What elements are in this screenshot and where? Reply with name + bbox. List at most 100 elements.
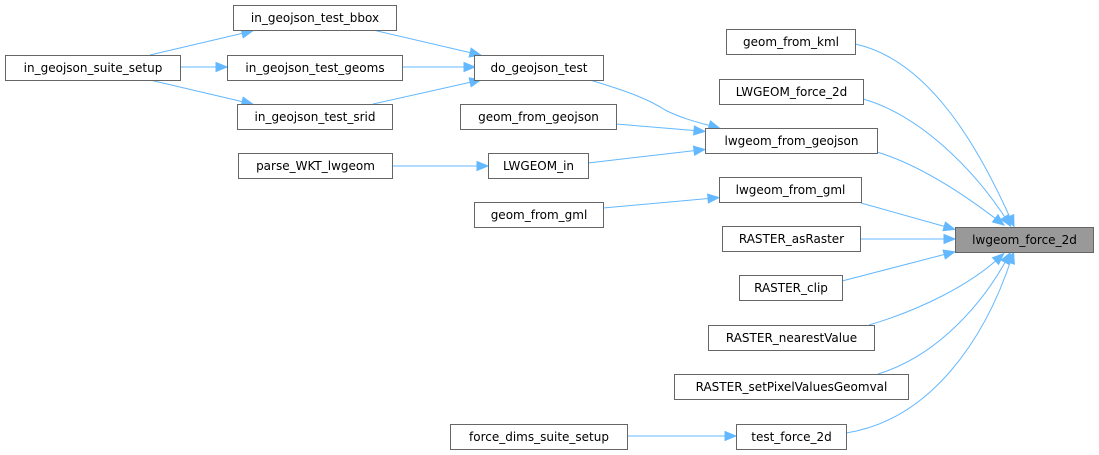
- edge-arrowhead-icon: [991, 213, 1006, 226]
- node-box[interactable]: [726, 29, 856, 55]
- node-box: [955, 227, 1094, 253]
- edge-arrowhead-icon: [943, 233, 957, 245]
- node-box[interactable]: [739, 275, 843, 301]
- edge-arrowhead-icon: [463, 61, 477, 73]
- edge-line: [149, 31, 249, 56]
- node-box[interactable]: [719, 79, 864, 105]
- node-in_geojson_test_bbox[interactable]: in_geojson_test_bbox: [233, 5, 397, 31]
- node-box[interactable]: [237, 104, 393, 130]
- edge-line: [589, 79, 716, 128]
- node-box[interactable]: [460, 104, 617, 130]
- edge-in_geojson_suite_setup-to-in_geojson_test_bbox: [149, 28, 255, 56]
- node-box[interactable]: [474, 55, 604, 81]
- node-box[interactable]: [238, 153, 393, 179]
- node-in_geojson_test_srid[interactable]: in_geojson_test_srid: [237, 104, 393, 130]
- node-RASTER_setPixelValuesGeomval[interactable]: RASTER_setPixelValuesGeomval: [674, 374, 909, 400]
- node-geom_from_geojson[interactable]: geom_from_geojson: [460, 104, 617, 130]
- node-label: lwgeom_force_2d: [972, 233, 1077, 247]
- node-label: parse_WKT_lwgeom: [256, 159, 375, 173]
- node-RASTER_asRaster[interactable]: RASTER_asRaster: [722, 226, 861, 252]
- edge-line: [845, 256, 1013, 434]
- edge-line: [587, 149, 701, 164]
- node-box[interactable]: [722, 226, 861, 252]
- node-box[interactable]: [233, 5, 397, 31]
- node-RASTER_clip[interactable]: RASTER_clip: [739, 275, 843, 301]
- node-LWGEOM_in[interactable]: LWGEOM_in: [488, 153, 589, 179]
- edge-line: [862, 98, 1009, 223]
- edge-arrowhead-icon: [1000, 213, 1012, 228]
- node-box[interactable]: [474, 202, 604, 228]
- edge-line: [372, 80, 477, 105]
- edge-in_geojson_suite_setup-to-in_geojson_test_srid: [149, 79, 255, 107]
- edge-arrowhead-icon: [942, 221, 957, 232]
- node-LWGEOM_force_2d[interactable]: LWGEOM_force_2d: [719, 79, 864, 105]
- node-in_geojson_suite_setup[interactable]: in_geojson_suite_setup: [5, 55, 181, 81]
- nodes-layer: in_geojson_suite_setup in_geojson_test_bb…: [5, 5, 1094, 450]
- node-lwgeom_from_gml[interactable]: lwgeom_from_gml: [719, 177, 862, 203]
- edge-RASTER_asRaster-to-lwgeom_force_2d: [860, 233, 957, 245]
- node-label: RASTER_asRaster: [739, 232, 844, 246]
- edge-lwgeom_from_gml-to-lwgeom_force_2d: [860, 202, 957, 232]
- edge-line: [615, 123, 701, 132]
- node-label: LWGEOM_in: [503, 159, 574, 173]
- node-box[interactable]: [705, 128, 878, 154]
- edge-geom_from_geojson-to-lwgeom_from_geojson: [615, 123, 707, 136]
- edge-LWGEOM_force_2d-to-lwgeom_force_2d: [862, 98, 1012, 228]
- node-box[interactable]: [5, 55, 181, 81]
- node-force_dims_suite_setup[interactable]: force_dims_suite_setup: [450, 424, 628, 450]
- edge-line: [149, 79, 249, 104]
- node-box[interactable]: [719, 177, 862, 203]
- node-box[interactable]: [488, 153, 589, 179]
- node-parse_WKT_lwgeom[interactable]: parse_WKT_lwgeom: [238, 153, 393, 179]
- node-label: LWGEOM_force_2d: [736, 85, 848, 99]
- edge-LWGEOM_in-to-lwgeom_from_geojson: [587, 145, 707, 164]
- node-label: RASTER_setPixelValuesGeomval: [696, 380, 888, 394]
- node-label: geom_from_geojson: [478, 110, 599, 124]
- edge-line: [602, 197, 715, 209]
- edge-in_geojson_test_geoms-to-do_geojson_test: [402, 61, 477, 73]
- edge-line: [841, 252, 951, 282]
- edge-lwgeom_from_geojson-to-lwgeom_force_2d: [876, 151, 1006, 226]
- edge-arrowhead-icon: [1004, 250, 1015, 265]
- node-label: force_dims_suite_setup: [469, 430, 609, 444]
- node-label: RASTER_clip: [754, 281, 828, 295]
- node-label: geom_from_gml: [491, 208, 588, 222]
- node-test_force_2d[interactable]: test_force_2d: [736, 424, 847, 450]
- node-box[interactable]: [674, 374, 909, 400]
- node-box[interactable]: [227, 55, 403, 81]
- edges-layer: [149, 28, 1015, 442]
- node-label: in_geojson_test_srid: [255, 110, 376, 124]
- node-RASTER_nearestValue[interactable]: RASTER_nearestValue: [708, 325, 875, 351]
- edge-geom_from_kml-to-lwgeom_force_2d: [854, 43, 1015, 228]
- node-geom_from_kml[interactable]: geom_from_kml: [726, 29, 856, 55]
- node-box[interactable]: [708, 325, 875, 351]
- focus-node-lwgeom_force_2d: lwgeom_force_2d: [955, 227, 1094, 253]
- edge-line: [854, 43, 1013, 223]
- edge-in_geojson_test_bbox-to-do_geojson_test: [372, 29, 483, 58]
- edge-geom_from_gml-to-lwgeom_from_gml: [602, 193, 721, 209]
- edge-line: [877, 256, 1009, 375]
- edge-RASTER_nearestValue-to-lwgeom_force_2d: [868, 252, 1005, 326]
- edge-arrowhead-icon: [707, 193, 721, 204]
- edge-RASTER_setPixelValuesGeomval-to-lwgeom_force_2d: [877, 251, 1012, 375]
- node-do_geojson_test[interactable]: do_geojson_test: [474, 55, 604, 81]
- edge-line: [860, 202, 951, 229]
- edge-RASTER_clip-to-lwgeom_force_2d: [841, 249, 957, 282]
- node-lwgeom_from_geojson[interactable]: lwgeom_from_geojson: [705, 128, 878, 154]
- node-in_geojson_test_geoms[interactable]: in_geojson_test_geoms: [227, 55, 403, 81]
- edge-arrowhead-icon: [692, 145, 707, 156]
- edge-in_geojson_suite_setup-to-in_geojson_test_geoms: [180, 61, 229, 73]
- node-box[interactable]: [736, 424, 847, 450]
- edge-arrowhead-icon: [693, 125, 707, 136]
- node-label: lwgeom_from_geojson: [725, 134, 859, 148]
- edge-test_force_2d-to-lwgeom_force_2d: [845, 250, 1015, 434]
- edge-arrowhead-icon: [476, 160, 490, 172]
- edge-arrowhead-icon: [724, 430, 738, 442]
- node-label: RASTER_nearestValue: [726, 331, 857, 345]
- edge-arrowhead-icon: [942, 249, 957, 260]
- node-box[interactable]: [450, 424, 628, 450]
- edge-arrowhead-icon: [991, 252, 1005, 266]
- node-label: in_geojson_test_geoms: [245, 61, 384, 75]
- node-geom_from_gml[interactable]: geom_from_gml: [474, 202, 604, 228]
